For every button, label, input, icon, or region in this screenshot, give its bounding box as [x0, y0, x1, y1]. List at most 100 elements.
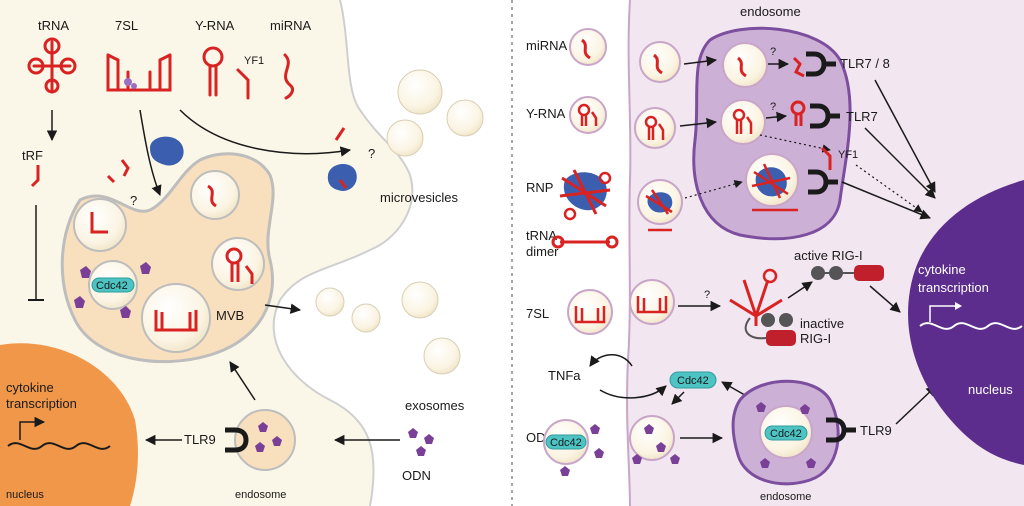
yrna-endosome-loop	[732, 108, 746, 122]
tlr7-receptor-icon	[810, 103, 840, 129]
tlr78-receptor-icon	[806, 51, 836, 77]
arrow-rig-to-nucleus	[869, 285, 901, 313]
arrow-tlr7-rnp-to-nucleus	[841, 181, 931, 220]
row-label-mirna: miRNA	[526, 38, 567, 53]
arrow-tlr7-to-nucleus	[864, 127, 936, 199]
yrna-uptake-loop	[644, 115, 658, 129]
yrna-in-vesicle-icon	[225, 247, 243, 265]
label-7sl: 7SL	[115, 18, 138, 33]
label-microvesicles: microvesicles	[380, 190, 459, 205]
endosome-top-right	[692, 26, 852, 241]
trf-in-vesicle-icon	[90, 212, 108, 234]
label-tlr7: TLR7	[846, 109, 878, 124]
row-label-trna: tRNA	[526, 228, 557, 243]
tlr9-receptor-left-icon	[225, 427, 249, 453]
label-inactive-rig-1: inactive	[800, 316, 844, 331]
mvb-vesicle-mirna	[190, 170, 240, 220]
trf-fragment-icon	[30, 165, 40, 188]
label-yf1-left: YF1	[244, 55, 264, 67]
vesicle-mirna-uptake	[639, 41, 681, 83]
arrow-7sl-activates-rig	[787, 281, 813, 299]
mirna-endosome-icon	[736, 56, 747, 78]
question-mark-mirna: ?	[770, 46, 776, 58]
mvb-vesicle-7sl	[141, 283, 211, 353]
arrow-tlr9-to-nucleus-right	[895, 385, 937, 425]
ro60-protein-icon	[106, 136, 184, 184]
mirna-icon	[283, 53, 294, 100]
arrow-7sl-to-mvb	[139, 109, 162, 196]
arrow-to-tnfa	[589, 354, 633, 367]
arrow-to-microvesicles	[179, 109, 352, 157]
label-cytokine-right-1: cytokine	[918, 262, 966, 277]
exosome-2	[351, 303, 381, 333]
yf1-right-icon	[820, 146, 832, 170]
tlr7-rnp-receptor-icon	[808, 169, 838, 195]
row-label-rnp: RNP	[526, 180, 553, 195]
label-cytokine-right-2: transcription	[918, 280, 989, 295]
transcription-arrowhead-right	[955, 302, 962, 310]
vesicle-yrna-uptake	[634, 107, 676, 149]
arrow-tlr78-to-nucleus	[874, 79, 936, 193]
vesicle-odn-uptake	[629, 415, 675, 461]
dotted-arrow-yrna-to-yf1	[759, 134, 831, 153]
question-mark-microvesicles: ?	[368, 146, 375, 161]
question-mark-7sl: ?	[704, 289, 710, 301]
question-mark-yrna: ?	[770, 101, 776, 113]
exosome-1	[315, 287, 345, 317]
cdc42-right-free-icon	[669, 371, 717, 389]
label-cdc42-odn-source: Cdc42	[550, 437, 582, 449]
mirna-in-vesicle-icon	[207, 184, 217, 208]
label-tlr78: TLR7 / 8	[840, 56, 890, 71]
label-yf1-right: YF1	[838, 149, 858, 161]
mirna-bound-icon	[792, 56, 805, 78]
arrow-endosome-to-mvb	[229, 361, 256, 401]
label-nucleus-right: nucleus	[968, 382, 1013, 397]
dna-right-icon	[919, 322, 1023, 330]
dna-left-icon	[7, 442, 111, 450]
label-endosome-bottom: endosome	[760, 491, 811, 503]
label-tlr9-left: TLR9	[184, 432, 216, 447]
label-tlr9-right: TLR9	[860, 423, 892, 438]
inactive-rig-icon	[744, 313, 796, 346]
7sl-icon	[106, 53, 172, 92]
mirna-uptake-icon	[652, 53, 663, 75]
yrna-uptake-stem	[647, 123, 665, 140]
trna-icon	[27, 37, 77, 94]
mvb-vesicle-trf	[73, 198, 127, 252]
exosome-3	[401, 281, 439, 319]
yrna-icon	[202, 46, 250, 100]
yrna-endosome-stem	[735, 116, 753, 134]
7sl-right-icon	[574, 306, 606, 324]
microvesicle-3	[386, 119, 424, 157]
arrow-tnfa-to-cdc42	[599, 385, 667, 399]
rnp-source-icon	[559, 169, 612, 221]
7sl-released-icon	[729, 279, 783, 326]
transcription-arrow-right	[929, 305, 955, 322]
label-odn-left: ODN	[402, 468, 431, 483]
right-cell-membrane	[626, 0, 632, 506]
label-cdc42-endosome: Cdc42	[770, 428, 802, 440]
transcription-arrow-left	[19, 416, 46, 440]
exosome-4	[423, 337, 461, 375]
active-rig-icon	[811, 265, 884, 281]
cdc42-left-icon	[91, 277, 135, 293]
odn-extracellular-icon	[408, 428, 434, 456]
arrow-mirna-to-endosome	[683, 55, 718, 67]
arrow-yrna-to-endosome	[679, 117, 718, 129]
dotted-arrow-yf1-to-nucleus	[855, 164, 923, 213]
yrna-right-stem	[580, 111, 598, 126]
label-trna: tRNA	[38, 18, 69, 33]
microvesicle-2	[446, 99, 484, 137]
row-label-yrna: Y-RNA	[526, 106, 566, 121]
7sl-in-vesicle-icon	[154, 310, 198, 332]
arrow-cdc42-to-vesicle	[671, 391, 685, 405]
label-mirna: miRNA	[270, 18, 311, 33]
question-mark-left-mvb: ?	[130, 193, 137, 208]
cdc42-odn-source-icon	[545, 434, 587, 450]
label-cytokine-left-1: cytokine	[6, 380, 54, 395]
rnp-uptake-rna	[645, 189, 673, 215]
7sl-uptake-icon	[636, 296, 668, 314]
vesicle-mirna-source	[569, 28, 607, 66]
vesicle-mirna-endosome	[722, 42, 768, 88]
